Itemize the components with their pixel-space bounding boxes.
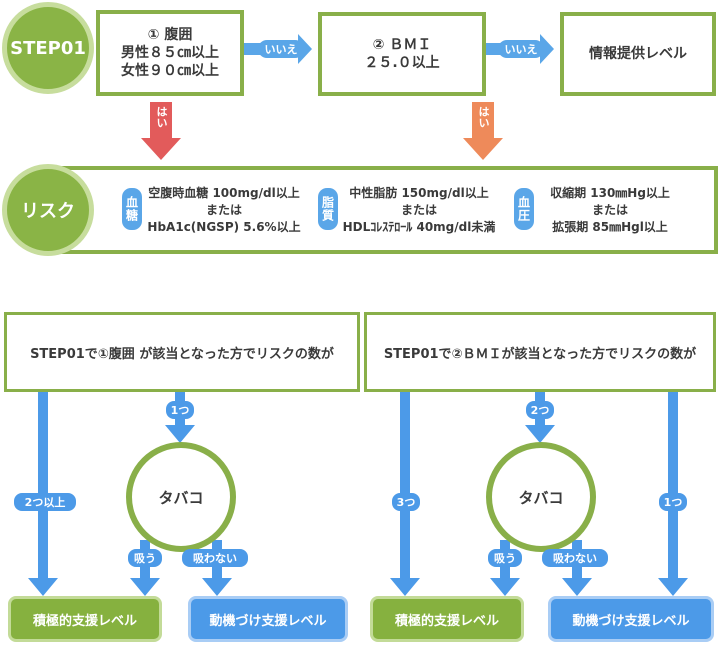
left-tabaco-circle: タバコ xyxy=(126,442,236,552)
tag-lipid: 脂質 xyxy=(318,188,338,230)
left-smoke-label: 吸う xyxy=(128,549,162,567)
left-count-mid: 1つ xyxy=(166,401,194,419)
blood-pressure-criteria: 収縮期 130㎜Hg以上 または 拡張期 85㎜Hgl以上 xyxy=(550,186,670,234)
left-nosmoke-label: 吸わない xyxy=(182,549,248,567)
hai-label-1: はい xyxy=(155,106,168,128)
step01-circle: STEP01 xyxy=(2,2,94,94)
lipid-criteria: 中性脂肪 150mg/dl以上 または HDLｺﾚｽﾃﾛｰﾙ 40mg/dl未満 xyxy=(342,186,496,234)
right-result-motivation: 動機づけ支援レベル xyxy=(548,596,714,642)
info-level-box: 情報提供レベル xyxy=(560,12,716,96)
right-question-box: STEP01で②ＢＭＩが該当となった方でリスクの数が xyxy=(364,312,716,392)
risk-label: リスク xyxy=(21,201,75,222)
iie-label-1: いいえ xyxy=(258,40,304,58)
bmi-criteria-box: ② ＢＭＩ ２５.０以上 xyxy=(318,12,486,96)
left-tabaco-label: タバコ xyxy=(158,488,204,507)
right-count-one: 1つ xyxy=(659,493,687,511)
waist-criteria-box: ① 腹囲 男性８５㎝以上 女性９０㎝以上 xyxy=(96,10,244,96)
arrow-left-nosmoke xyxy=(202,540,232,596)
blood-sugar-criteria: 空腹時血糖 100mg/dl以上 または HbA1c(NGSP) 5.6%以上 xyxy=(147,186,301,234)
iie-label-2: いいえ xyxy=(498,40,544,58)
right-result-active: 積極的支援レベル xyxy=(370,596,524,642)
right-count-mid: 2つ xyxy=(526,401,554,419)
left-result-active: 積極的支援レベル xyxy=(8,596,162,642)
tag-blood-sugar: 血糖 xyxy=(122,188,142,230)
left-count-many: 2つ以上 xyxy=(14,493,76,511)
left-question-box: STEP01で①腹囲 が該当となった方でリスクの数が xyxy=(4,312,360,392)
right-smoke-label: 吸う xyxy=(488,549,522,567)
hai-label-2: はい xyxy=(477,106,490,128)
arrow-left-smoke xyxy=(130,540,160,596)
arrow-hai-2 xyxy=(463,102,503,160)
risk-band xyxy=(46,166,718,254)
risk-circle: リスク xyxy=(2,164,94,256)
right-tabaco-circle: タバコ xyxy=(486,442,596,552)
left-result-motivation: 動機づけ支援レベル xyxy=(188,596,348,642)
right-tabaco-label: タバコ xyxy=(518,488,564,507)
step01-label: STEP01 xyxy=(10,37,86,59)
arrow-hai-1 xyxy=(141,102,181,160)
right-nosmoke-label: 吸わない xyxy=(542,549,608,567)
right-count-many: 3つ xyxy=(392,493,420,511)
arrow-right-nosmoke xyxy=(562,540,592,596)
tag-blood-pressure: 血圧 xyxy=(514,188,534,230)
arrow-right-smoke xyxy=(490,540,520,596)
